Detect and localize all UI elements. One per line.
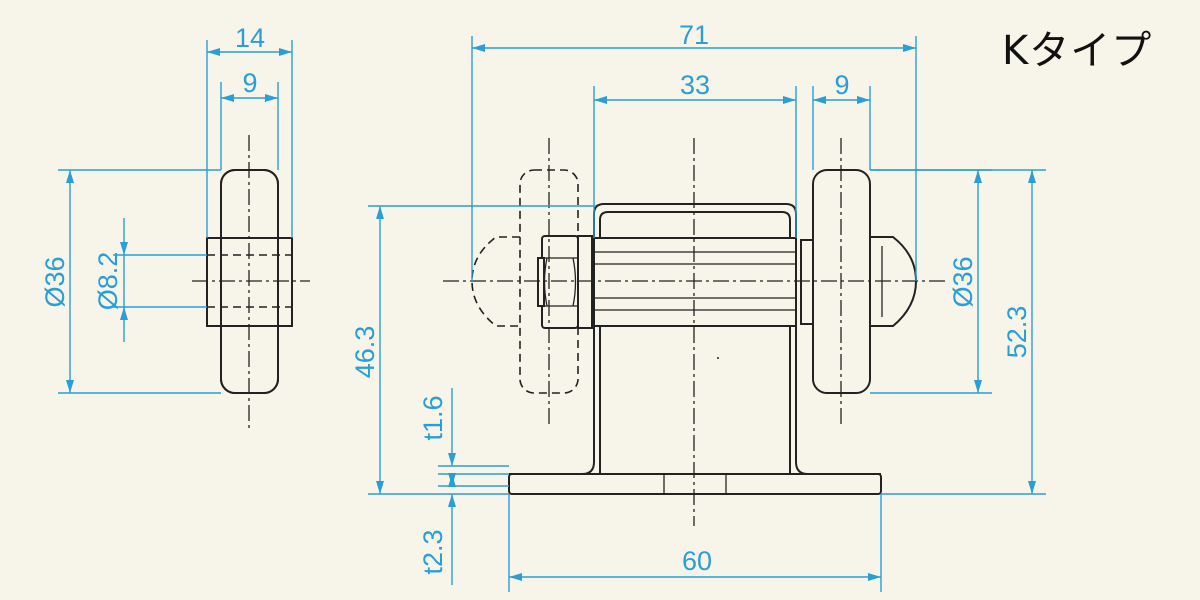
dim-side-bore-diameter: Ø8.2 xyxy=(93,252,123,311)
dim-overall-height: 52.3 xyxy=(1002,306,1032,359)
dim-thickness-t1-6: t1.6 xyxy=(418,395,448,440)
base-plate xyxy=(508,473,882,495)
dim-thickness-t2-3: t2.3 xyxy=(418,529,448,574)
dim-overall-width: 71 xyxy=(679,20,709,50)
dim-bracket-inner-width: 33 xyxy=(680,70,710,100)
drawing-title: Kタイプ xyxy=(1002,28,1153,74)
u-bracket xyxy=(509,203,881,475)
dim-base-width: 60 xyxy=(682,546,712,576)
dim-side-width-9: 9 xyxy=(242,68,257,98)
dim-axle-height: 46.3 xyxy=(350,326,380,379)
dim-wheel-diameter: Ø36 xyxy=(948,256,978,307)
hex-nut xyxy=(541,235,579,329)
dim-side-wheel-diameter: Ø36 xyxy=(40,256,70,307)
dim-side-width-14: 14 xyxy=(235,23,265,53)
axle-tube xyxy=(593,237,797,327)
front-view: 71 33 9 Ø36 52.3 46.3 xyxy=(350,20,1046,592)
dim-wheel-width: 9 xyxy=(834,70,849,100)
washer xyxy=(577,235,593,329)
side-view: 14 9 Ø36 Ø8.2 xyxy=(40,23,310,428)
